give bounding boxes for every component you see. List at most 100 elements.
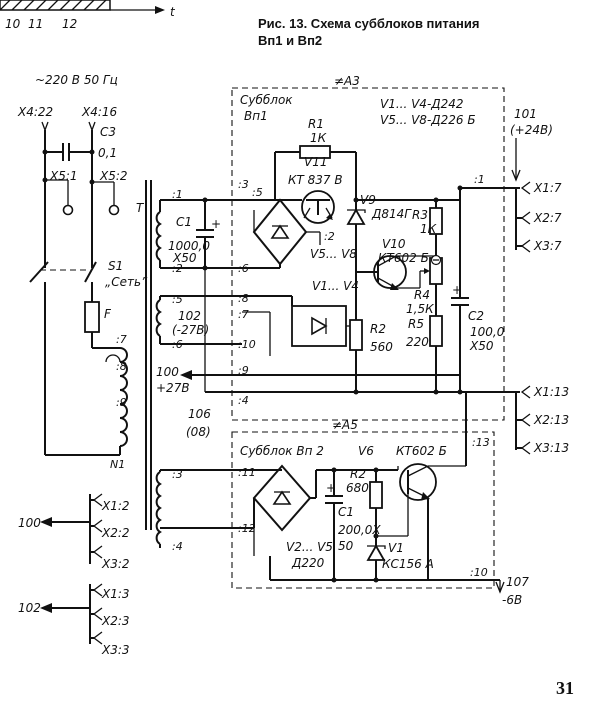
connector-label: X3:3 [101,643,130,657]
c1-value: 1000,0 [168,239,210,253]
bridge-v2-v5: V2... V5 [286,540,333,554]
connector-label: X1:7 [533,181,562,195]
vp2-pin: :10 [470,566,488,579]
v1-vp2-name: V1 [388,541,404,555]
left-out-100: 100 [18,516,41,530]
common-106-label: 106 [188,407,211,421]
connector-label: X2:7 [533,211,562,225]
transformer-name: T [136,201,145,215]
r3-value: 1К [420,222,437,236]
mains-input: ~220 В 50 Гц X4:22 X4:16 C3 0,1 X5:1 X5:… [17,73,148,471]
v10-name: V10 [382,237,406,251]
connector-label: X3:7 [533,239,562,253]
v1-vp2-part: КС156 А [382,557,434,571]
figure-caption-line1: Рис. 13. Схема субблоков питания [258,16,479,31]
vp2-pin: :11 [238,466,256,479]
c3-value: 0,1 [98,146,117,160]
vp1-pin: :1 [474,173,485,186]
fuse-label: F [104,307,112,321]
c1-name: C1 [176,215,192,229]
out-107-label: 107 [506,575,529,589]
subblock-vp2-ref: ≠A5 [332,418,358,432]
subblock-vp2-wiring: :11 :12 V2... V5 Д220 + C1 200,0Х 50 R2 … [159,392,529,607]
subblock-vp2-title: Субблок Вп 2 [240,444,324,458]
x5-1-label: X5:1 [49,169,78,183]
vp1-pin: :10 [238,338,256,351]
subblock-vp1-wiring: + C1 1000,0 Х50 :3 :6 :5 V5... V8 :2 R1 … [156,117,520,439]
timeline-tick: 11 [28,17,43,31]
r2-vp2-name: R2 [350,467,366,481]
c1-plus: + [211,217,221,231]
bridge-d220: Д220 [291,556,325,570]
vp1-pin: :4 [238,394,249,407]
timeline-tick: 12 [62,17,77,31]
vp1-pin: :2 [324,230,335,243]
subblock-vp1-title: Субблок [240,93,293,107]
r4-value: 1,5К [406,302,434,316]
connectors-left: 100 X1:2 X2:2 X3:2 102 X1:3 X2:3 X3:3 [18,493,130,657]
c2-name: C2 [468,309,484,323]
c2-volt: Х50 [469,339,494,353]
out-24v-label: (+24В) [510,123,553,137]
r2-value: 560 [370,340,393,354]
left-out-102: 102 [18,601,41,615]
connector-label: X3:2 [101,557,130,571]
common-08-label: (08) [186,425,211,439]
r5-value: 220 [406,335,429,349]
connector-x4-22: X4:22 [17,105,53,119]
transformer-pin: :7 [116,333,127,346]
connector-label: X2:2 [101,526,130,540]
r1-name: R1 [308,117,324,131]
v11-name: V11 [304,155,327,169]
connector-label: X1:3 [101,587,130,601]
connector-label: X2:13 [533,413,569,427]
connectors-right: 101 (+24В) X1:7 X2:7 X3:7 X1:13 X2:13 X3… [510,107,569,455]
mains-voltage-label: ~220 В 50 Гц [35,73,118,87]
transformer-pin: :4 [172,540,183,553]
vp1-pin: :5 [252,186,263,199]
time-axis-label: t [170,5,176,19]
r2-vp2-value: 680 [346,481,369,495]
subblock-vp1-boundary [231,87,505,421]
c1-vp2-volt: 50 [338,539,354,553]
subblock-vp1-title2: Вп1 [244,109,268,123]
c3-name: C3 [100,125,116,139]
r3-name: R3 [412,208,428,222]
v6-part: КТ602 Б [396,444,447,458]
switch-name: S1 [108,259,123,273]
c1-vp2-name: C1 [338,505,354,519]
vp1-pin: :9 [238,364,249,377]
winding-voltage: (-27В) [172,323,209,337]
connector-label: X1:13 [533,385,569,399]
v11-part: КТ 837 В [288,173,343,187]
out-100-label: 100 [156,365,179,379]
timeline-fragment: 10 11 12 t [0,0,176,31]
v10-part: КТ602 Б [378,251,429,265]
v6-name: V6 [358,444,374,458]
v9-part: Д814Г [371,207,412,221]
c2-value: 100,0 [470,325,505,339]
c1-volt: Х50 [172,251,197,265]
transformer-pin: :5 [172,293,183,306]
v9-name: V9 [360,193,376,207]
connector-label: X1:2 [101,499,130,513]
connector-x4-16: X4:16 [81,105,118,119]
vp2-pin: :13 [472,436,490,449]
out-minus6v-label: -6В [502,593,522,607]
r5-name: R5 [408,317,424,331]
transformer-pin: :1 [172,188,183,201]
transformer-pin: :9 [116,396,127,409]
vp1-pin: :3 [238,178,249,191]
c1-vp2-value: 200,0Х [338,523,381,537]
page-number: 31 [556,678,574,698]
subblock-vp2-boundary [231,431,495,589]
transformer-n1: N1 [110,458,125,471]
out-101-label: 101 [514,107,537,121]
vp1-pin: :8 [238,292,249,305]
parts-list-1: V1... V4-Д242 [380,97,464,111]
figure-caption-line2: Вп1 и Вп2 [258,33,322,48]
subblock-vp1-ref: ≠A3 [334,74,360,88]
vp1-pin: :7 [238,308,249,321]
winding-label-102: 102 [178,309,201,323]
r2-name: R2 [370,322,386,336]
